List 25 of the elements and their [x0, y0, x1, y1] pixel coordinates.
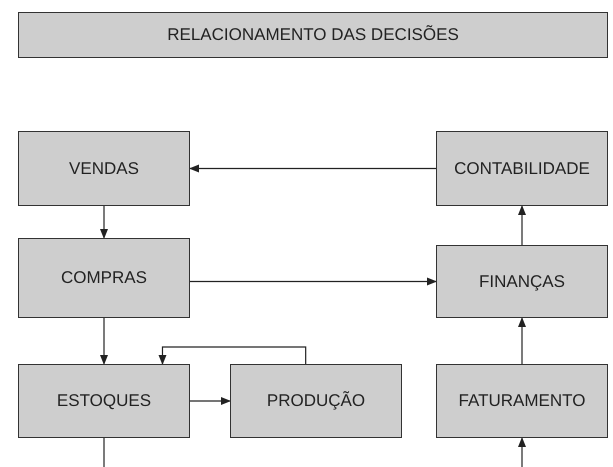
process-box	[436, 245, 608, 318]
arrow	[158, 346, 306, 365]
title-banner: RELACIONAMENTO DAS DECISÕES	[18, 12, 608, 58]
process-box	[436, 131, 608, 206]
connector-line	[103, 438, 105, 467]
arrow	[190, 278, 437, 286]
box-label: CONTABILIDADE	[454, 158, 590, 180]
box-label: PRODUÇÃO	[266, 390, 366, 412]
process-box	[230, 364, 402, 438]
arrow	[518, 205, 526, 245]
box-label: COMPRAS	[61, 267, 147, 290]
arrow	[190, 397, 231, 405]
arrow	[518, 437, 526, 467]
process-box	[436, 364, 608, 438]
box-label: ESTOQUES	[56, 390, 152, 412]
box-label: VENDAS	[69, 158, 139, 180]
arrow	[100, 318, 108, 365]
box-label: FINANÇAS	[479, 270, 565, 293]
arrow	[518, 317, 526, 364]
box-label: FATURAMENTO	[458, 390, 586, 412]
process-box	[18, 238, 190, 318]
process-box	[18, 131, 190, 206]
process-box	[18, 364, 190, 438]
arrow	[100, 206, 108, 239]
arrow	[189, 164, 436, 172]
